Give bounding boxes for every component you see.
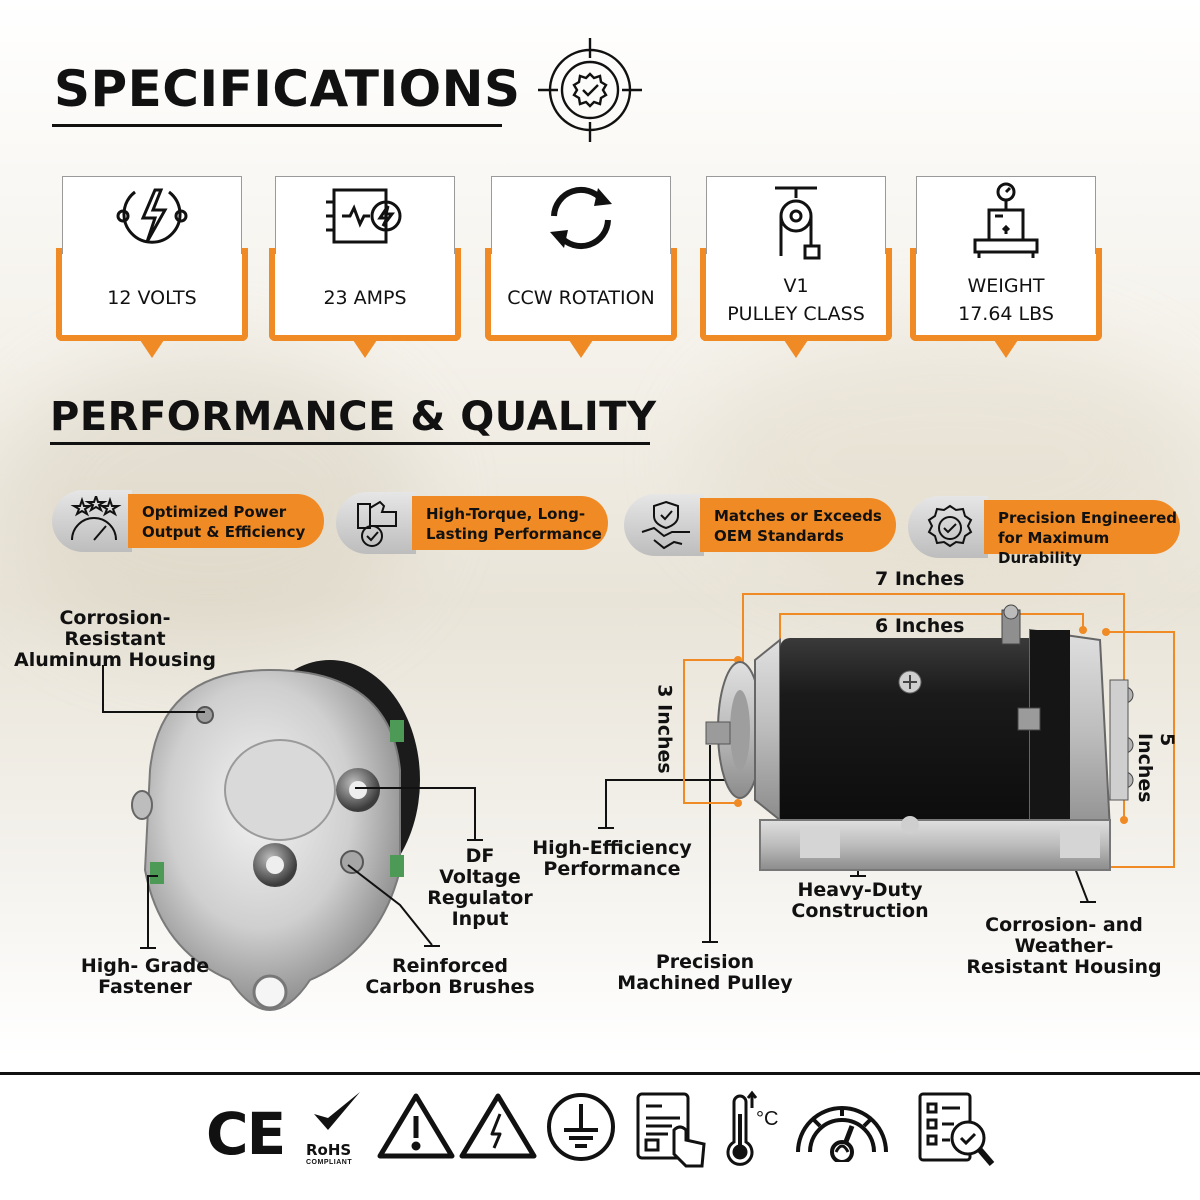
feature-power-line2: Output & Efficiency: [142, 523, 306, 541]
inspection-report-icon: [914, 1090, 998, 1175]
gauge-stars-icon: [66, 492, 122, 551]
feature-torque-line1: High-Torque, Long-: [426, 505, 586, 523]
feature-pill-durability: Precision Engineered for Maximum Durabil…: [908, 496, 1180, 567]
callout-pulley: Precision Machined Pulley: [610, 952, 800, 994]
alternator-rear-view: [120, 650, 450, 1045]
callout-construction-line1: Heavy-Duty: [797, 879, 923, 901]
spec-pulley-label: V1 PULLEY CLASS: [706, 272, 886, 328]
ground-symbol-icon: [544, 1090, 618, 1169]
lightning-power-icon: [107, 180, 197, 255]
callout-fastener: High- Grade Fastener: [60, 956, 230, 998]
callout-df-line2: Voltage: [439, 866, 521, 888]
spec-pulley-line2: PULLEY CLASS: [727, 303, 865, 325]
rotation-arrows-icon: [536, 180, 626, 260]
dim-pulley-diameter: 3 Inches: [653, 684, 676, 774]
callout-df-line3: Regulator: [427, 887, 533, 909]
spec-card-pulley: V1 PULLEY CLASS: [700, 176, 892, 358]
callout-weather-line2: Resistant Housing: [966, 956, 1162, 978]
callout-weather-line1: Corrosion- and Weather-: [985, 914, 1143, 957]
warning-triangle-icon: [376, 1090, 456, 1167]
callout-weather: Corrosion- and Weather- Resistant Housin…: [935, 915, 1193, 978]
callout-fastener-line2: Fastener: [98, 976, 192, 998]
pulley-icon: [751, 180, 841, 265]
spec-pulley-line1: V1: [783, 275, 809, 297]
callout-housing: Corrosion-Resistant Aluminum Housing: [10, 608, 220, 671]
callout-fastener-line1: High- Grade: [80, 955, 210, 977]
callout-lines: [102, 593, 1175, 949]
spec-weight-line2: 17.64 LBS: [958, 303, 1054, 325]
rohs-sub-label: COMPLIANT: [306, 1159, 353, 1166]
spec-weight-label: WEIGHT 17.64 LBS: [916, 272, 1096, 328]
feature-power-line1: Optimized Power: [142, 503, 287, 521]
feature-oem-line1: Matches or Exceeds: [714, 507, 882, 525]
callout-construction: Heavy-Duty Construction: [780, 880, 940, 922]
target-gear-check-icon: [536, 36, 644, 149]
callout-housing-line1: Corrosion-Resistant: [59, 607, 171, 650]
callout-df-line4: Input: [451, 908, 509, 930]
callout-construction-line2: Construction: [791, 900, 929, 922]
callout-df-line1: DF: [465, 845, 495, 867]
high-voltage-icon: [458, 1090, 538, 1167]
callout-df-input: DF Voltage Regulator Input: [418, 846, 542, 930]
spec-weight-line1: WEIGHT: [967, 275, 1045, 297]
spec-card-amps: 23 AMPS: [269, 176, 461, 358]
spec-card-weight: WEIGHT 17.64 LBS: [910, 176, 1102, 358]
callout-efficiency-line2: Performance: [543, 858, 681, 880]
heading-underline: [50, 442, 650, 445]
weight-scale-icon: [961, 180, 1051, 267]
callout-brushes-line2: Carbon Brushes: [365, 976, 535, 998]
ce-mark-icon: CE: [206, 1100, 286, 1168]
feature-durability-line1: Precision Engineered: [998, 509, 1178, 527]
callout-housing-line2: Aluminum Housing: [14, 649, 216, 671]
feature-durability-line2: for Maximum Durability: [998, 529, 1110, 567]
heading-underline: [52, 124, 502, 127]
badge-check-icon: [922, 502, 978, 559]
callout-pulley-line2: Machined Pulley: [617, 972, 793, 994]
rohs-label: RoHS: [306, 1141, 352, 1159]
feature-pill-power: Optimized Power Output & Efficiency: [52, 490, 324, 552]
callout-efficiency: High-Efficiency Performance: [522, 838, 702, 880]
spec-card-rotation: CCW ROTATION: [485, 176, 677, 358]
dim-length-body: 6 Inches: [875, 615, 965, 637]
manual-touch-icon: [632, 1090, 712, 1175]
footer-divider: [0, 1072, 1200, 1075]
thermometer-icon: °C: [720, 1090, 790, 1177]
callout-brushes-line1: Reinforced: [392, 955, 508, 977]
callout-brushes: Reinforced Carbon Brushes: [345, 956, 555, 998]
feature-pill-torque: High-Torque, Long- Lasting Performance: [336, 492, 608, 554]
specifications-heading: SPECIFICATIONS: [54, 60, 521, 118]
feature-oem-line2: OEM Standards: [714, 527, 844, 545]
performance-heading: PERFORMANCE & QUALITY: [50, 394, 657, 440]
rohs-compliant-icon: RoHS COMPLIANT: [306, 1090, 366, 1166]
feature-pill-oem: Matches or Exceeds OEM Standards: [624, 494, 896, 556]
spec-amps-label: 23 AMPS: [323, 287, 407, 309]
handshake-shield-icon: [638, 500, 694, 557]
thumbs-up-icon: [350, 498, 406, 555]
feature-torque-line2: Lasting Performance: [426, 525, 602, 543]
celsius-label: °C: [756, 1108, 779, 1130]
dim-body-diameter: 5 Inches: [1134, 733, 1178, 803]
spec-rotation-label: CCW ROTATION: [507, 287, 655, 309]
spec-card-volts: 12 VOLTS: [56, 176, 248, 358]
spec-volts-label: 12 VOLTS: [107, 287, 197, 309]
alternator-side-view: [700, 600, 1140, 895]
callout-efficiency-line1: High-Efficiency: [532, 837, 692, 859]
dim-length-total: 7 Inches: [875, 568, 965, 590]
circuit-amps-icon: [320, 180, 410, 255]
speedometer-icon: [792, 1090, 892, 1167]
callout-pulley-line1: Precision: [655, 951, 755, 973]
